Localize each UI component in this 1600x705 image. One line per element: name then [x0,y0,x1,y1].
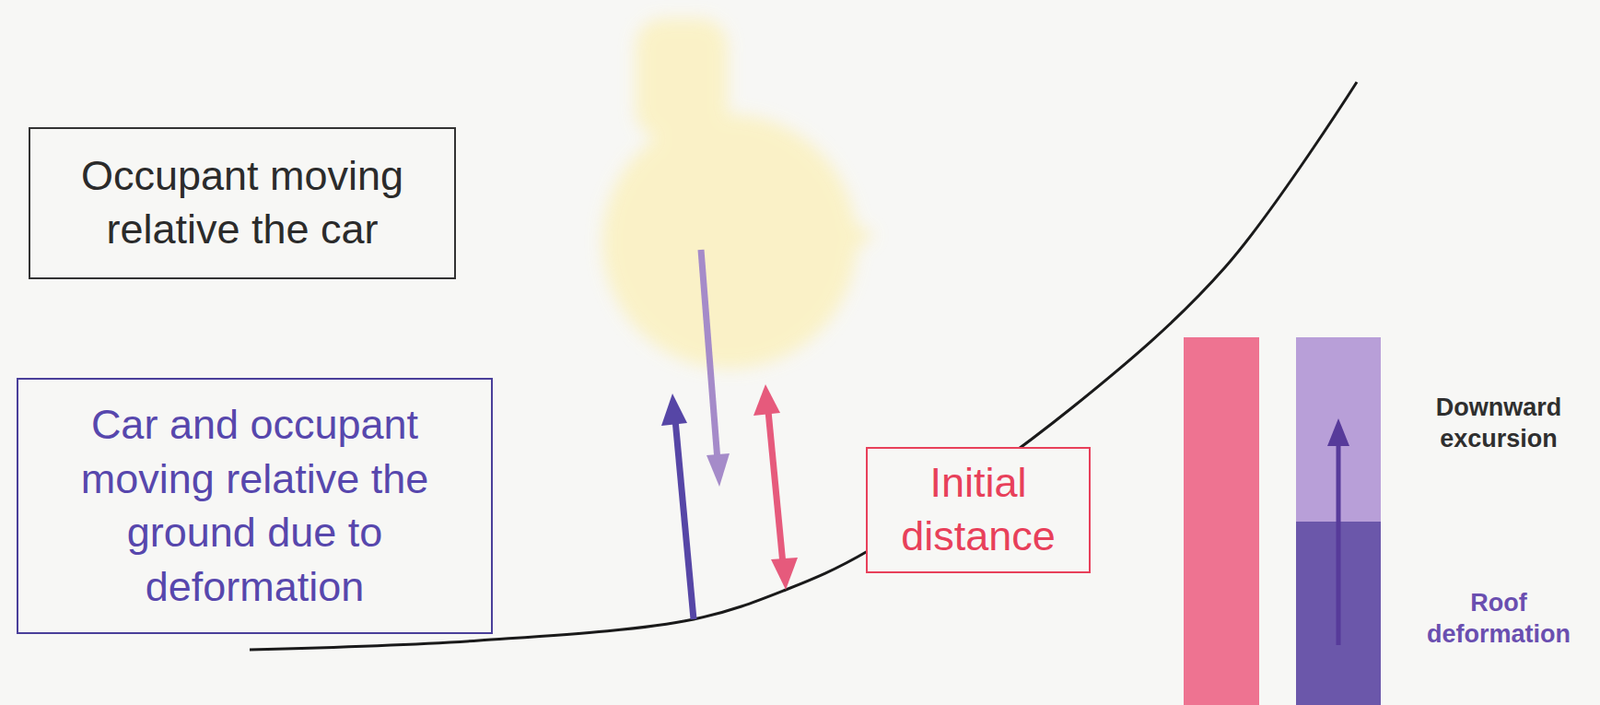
car-arrow [661,393,694,619]
occupant-arrow [700,249,730,487]
text-box: Car and occupant moving relative the gro… [16,377,493,634]
text-box: Occupant moving relative the car [28,127,456,280]
bar-label: Downward excursion [1401,392,1596,456]
box-text: Initial distance [876,455,1080,564]
box-text: Occupant moving relative the car [45,149,440,257]
text-box: Initial distance [865,446,1091,573]
head-silhouette [602,18,876,369]
bar-arrow [1327,418,1350,645]
distance-arrow [753,384,798,590]
box-text: Car and occupant moving relative the gro… [36,397,473,614]
distance-bar [1183,337,1260,705]
bar-label: Roof deformation [1401,587,1596,651]
